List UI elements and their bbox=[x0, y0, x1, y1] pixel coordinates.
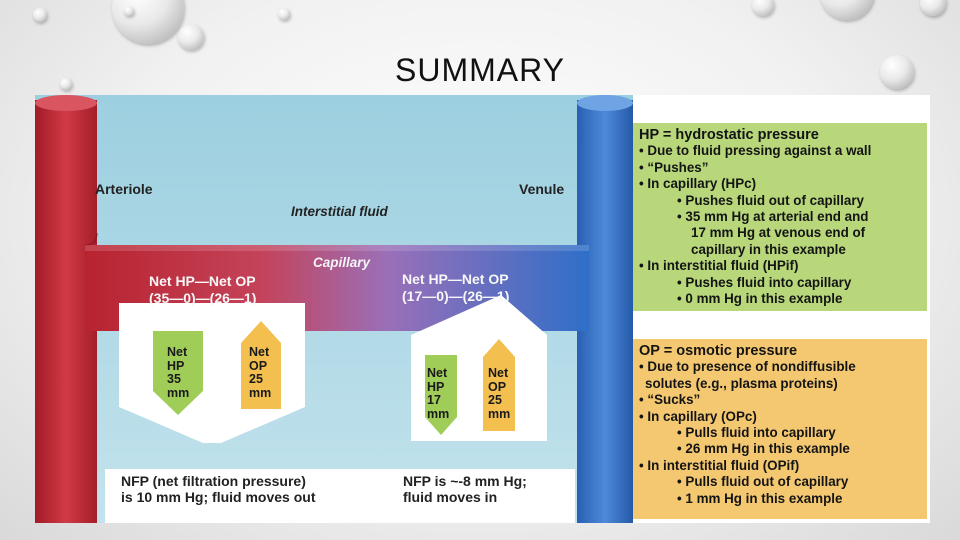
water-drop-decoration bbox=[880, 55, 914, 89]
hp-bullet: • Due to fluid pressing against a wall bbox=[639, 143, 872, 159]
hydrostatic-pressure-panel: HP = hydrostatic pressure • Due to fluid… bbox=[633, 123, 927, 311]
op-bullet: • In interstitial fluid (OPif) bbox=[639, 457, 800, 473]
venous-nfp-line2: fluid moves in bbox=[403, 489, 498, 505]
water-drop-decoration bbox=[33, 8, 47, 22]
arteriole-opening bbox=[35, 95, 97, 111]
hp-subbullet-cont: 17 mm Hg at venous end of bbox=[691, 225, 866, 241]
venous-net-values: (17—0)—(26—1) bbox=[402, 288, 510, 304]
arteriole-label: Arteriole bbox=[95, 181, 153, 197]
hp-panel-heading: HP = hydrostatic pressure bbox=[639, 127, 819, 143]
venule-label: Venule bbox=[519, 181, 565, 197]
capillary-diagram: Arteriole Venule Interstitial fluid Capi… bbox=[35, 95, 930, 523]
osmotic-pressure-panel: OP = osmotic pressure • Due to presence … bbox=[633, 339, 927, 519]
op-panel-heading: OP = osmotic pressure bbox=[639, 343, 798, 359]
water-drop-decoration bbox=[820, 0, 874, 20]
venous-hp-arrow bbox=[425, 355, 457, 435]
capillary-label: Capillary bbox=[313, 255, 371, 270]
water-drop-decoration bbox=[178, 24, 204, 50]
arterial-nfp-line2: is 10 mm Hg; fluid moves out bbox=[121, 489, 316, 505]
interstitial-fluid-label: Interstitial fluid bbox=[291, 204, 388, 219]
nfp-label-area bbox=[105, 469, 575, 523]
op-subbullet: • 26 mm Hg in this example bbox=[677, 441, 850, 457]
water-drop-decoration bbox=[752, 0, 774, 16]
arterial-net-values: (35—0)—(26—1) bbox=[149, 290, 257, 306]
water-drop-decoration bbox=[124, 6, 134, 16]
arterial-hp-arrow-text: Net HP 35 mm bbox=[167, 345, 190, 400]
arterial-nfp-line1: NFP (net filtration pressure) bbox=[121, 473, 306, 489]
venous-op-arrow-text: Net OP 25 mm bbox=[488, 366, 511, 421]
arterial-op-arrow bbox=[241, 321, 281, 409]
hp-subbullet: • Pushes fluid into capillary bbox=[677, 274, 852, 290]
op-bullet: • In capillary (OPc) bbox=[639, 408, 757, 424]
slide-title: SUMMARY bbox=[395, 52, 565, 88]
vessel-illustration bbox=[35, 95, 633, 523]
hp-bullet: • In capillary (HPc) bbox=[639, 176, 757, 192]
op-subbullet: • Pulls fluid into capillary bbox=[677, 425, 836, 441]
hp-subbullet: • Pushes fluid out of capillary bbox=[677, 192, 864, 208]
hp-subbullet: • 35 mm Hg at arterial end and bbox=[677, 209, 869, 225]
hp-subbullet: • 0 mm Hg in this example bbox=[677, 291, 843, 307]
hp-subbullet-cont: capillary in this example bbox=[691, 241, 846, 257]
venous-net-formula: Net HP—Net OP bbox=[402, 271, 509, 287]
op-bullet: • Due to presence of nondiffusible bbox=[639, 359, 856, 375]
water-drop-decoration bbox=[920, 0, 946, 16]
venule-opening bbox=[577, 95, 633, 111]
hp-bullet: • In interstitial fluid (HPif) bbox=[639, 258, 799, 274]
water-drop-decoration bbox=[60, 78, 72, 90]
op-bullet: • “Sucks” bbox=[639, 392, 701, 408]
op-subbullet: • Pulls fluid out of capillary bbox=[677, 474, 849, 490]
arterial-net-formula: Net HP—Net OP bbox=[149, 273, 256, 289]
water-drop-decoration bbox=[112, 0, 184, 44]
arterial-hp-arrow bbox=[153, 331, 203, 415]
arterial-op-arrow-text: Net OP 25 mm bbox=[249, 345, 272, 400]
op-subbullet: • 1 mm Hg in this example bbox=[677, 490, 843, 506]
hp-bullet: • “Pushes” bbox=[639, 159, 709, 175]
venous-hp-arrow-text: Net HP 17 mm bbox=[427, 366, 450, 421]
op-bullet-cont: solutes (e.g., plasma proteins) bbox=[645, 375, 838, 391]
venous-op-arrow bbox=[483, 339, 515, 431]
venous-nfp-line1: NFP is ~-8 mm Hg; bbox=[403, 473, 527, 489]
water-drop-decoration bbox=[278, 8, 290, 20]
